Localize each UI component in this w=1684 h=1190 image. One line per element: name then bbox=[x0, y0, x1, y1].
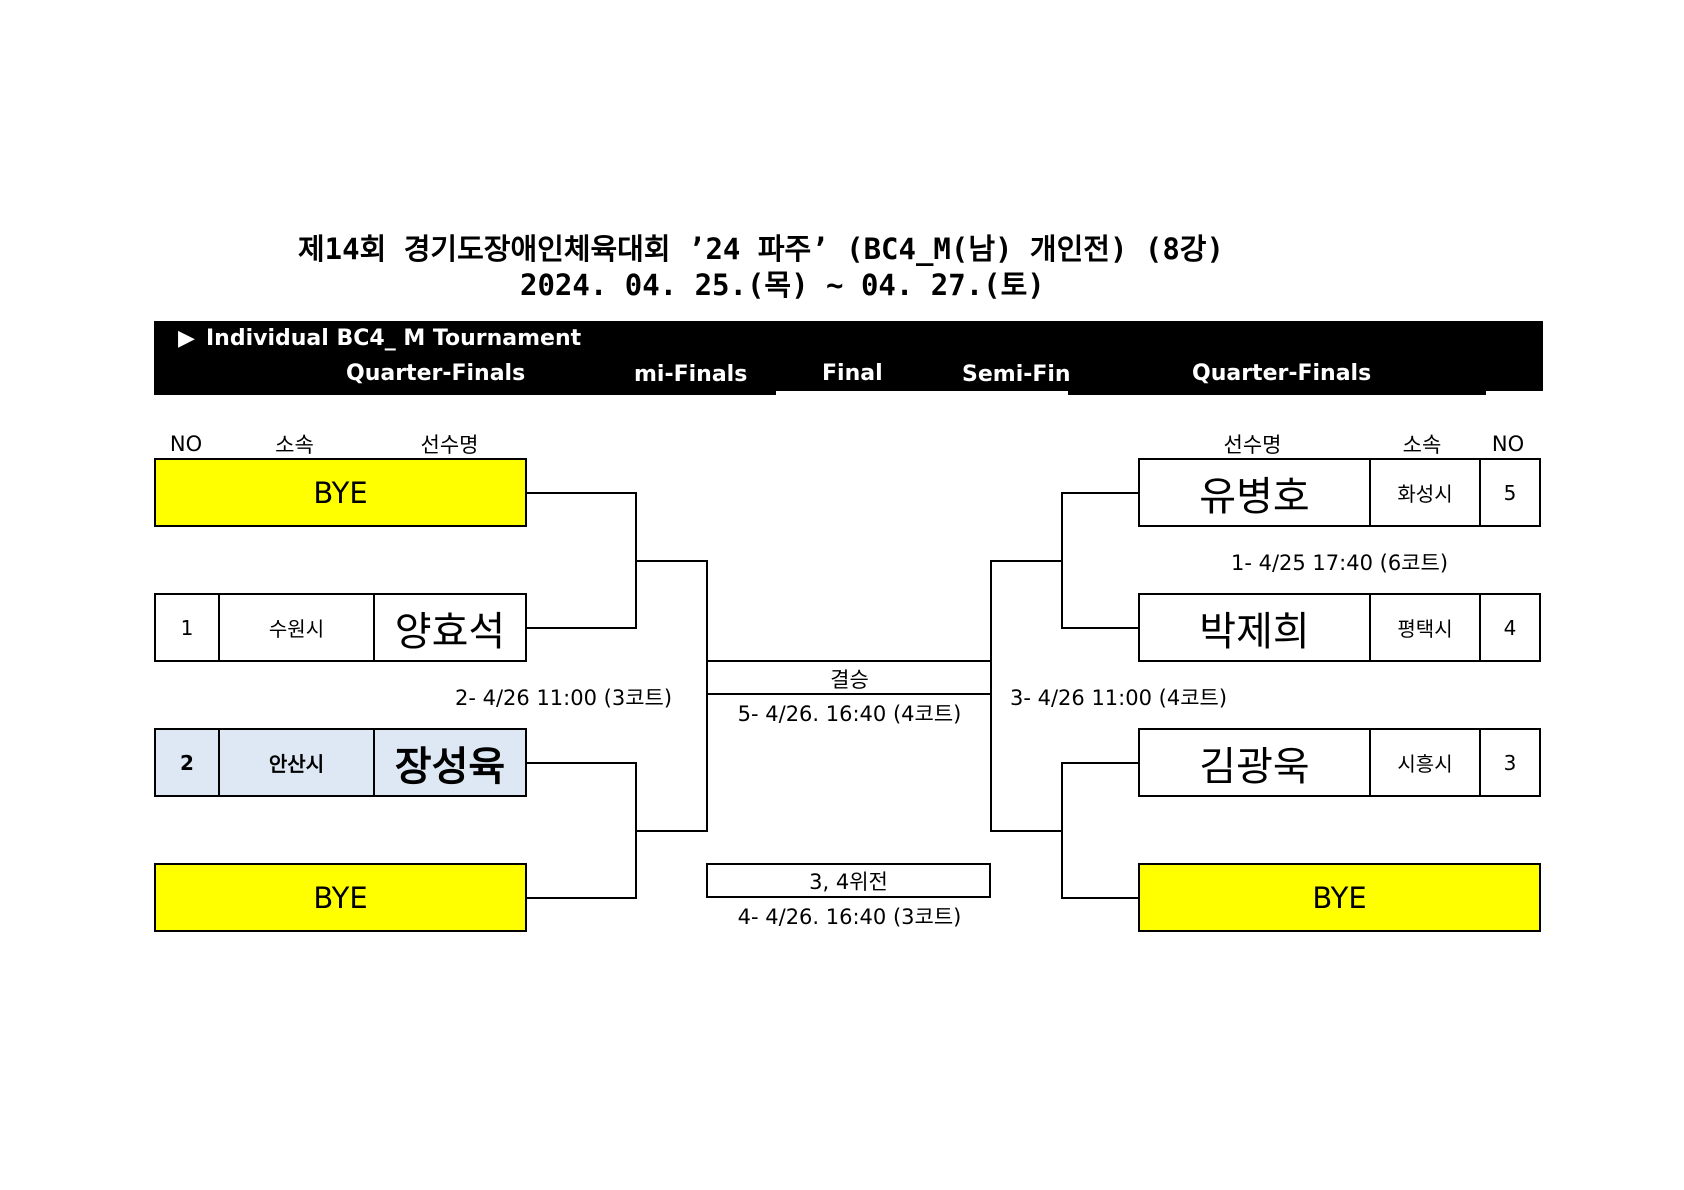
header-player-left: 선수명 bbox=[420, 433, 479, 457]
date-range: 2024. 04. 25.(목) ~ 04. 27.(토) bbox=[520, 268, 1045, 302]
bracket-line bbox=[527, 627, 636, 629]
bracket-line bbox=[1061, 492, 1063, 629]
bracket-line bbox=[1061, 492, 1138, 494]
match-3-info: 3- 4/26 11:00 (4코트) bbox=[1010, 686, 1228, 710]
player-name: 유병호 bbox=[1199, 473, 1310, 520]
right-slot-1: 유병호 화성시 5 bbox=[1138, 458, 1541, 527]
bye-label: BYE bbox=[313, 475, 368, 510]
bracket-line bbox=[990, 830, 1062, 832]
bye-label: BYE bbox=[1312, 880, 1367, 915]
match-4-info: 4- 4/26. 16:40 (3코트) bbox=[737, 905, 962, 929]
player-name: 양효석 bbox=[373, 595, 525, 660]
bracket-line bbox=[1061, 762, 1063, 899]
player-name: 김광욱 bbox=[1199, 743, 1310, 790]
right-slot-3: 김광욱 시흥시 3 bbox=[1138, 728, 1541, 797]
header-no-right: NO bbox=[1491, 432, 1525, 456]
right-slot-2: 박제희 평택시 4 bbox=[1138, 593, 1541, 662]
banner-heading: Individual BC4_ M Tournament bbox=[206, 326, 582, 351]
third-place-box: 3, 4위전 bbox=[706, 863, 991, 898]
player-no: 4 bbox=[1479, 595, 1539, 660]
bracket-line bbox=[1061, 897, 1138, 899]
match-1-info: 1- 4/25 17:40 (6코트) bbox=[1230, 551, 1449, 575]
player-no: 5 bbox=[1479, 460, 1539, 525]
left-slot-2: 1 수원시 양효석 bbox=[154, 593, 527, 662]
final-label: 결승 bbox=[830, 668, 869, 692]
left-slot-1-bye: BYE bbox=[154, 458, 527, 527]
match-5-info: 5- 4/26. 16:40 (4코트) bbox=[737, 702, 962, 726]
header-player-right: 선수명 bbox=[1223, 433, 1282, 457]
third-place-label: 3, 4위전 bbox=[809, 869, 888, 894]
page-title: 제14회 경기도장애인체육대회 ’24 파주’ (BC4_M(남) 개인전) (… bbox=[298, 232, 1224, 266]
player-affiliation: 평택시 bbox=[1369, 595, 1479, 660]
bracket-line bbox=[706, 560, 708, 832]
bracket-line bbox=[635, 830, 707, 832]
right-slot-4-bye: BYE bbox=[1138, 863, 1541, 932]
player-no: 1 bbox=[180, 615, 194, 640]
player-affiliation: 시흥시 bbox=[1369, 730, 1479, 795]
round-right-semi-finals: Semi-Fin bbox=[962, 362, 1071, 387]
bracket-line bbox=[527, 897, 636, 899]
round-left-semi-finals: mi-Finals bbox=[634, 362, 748, 387]
player-affiliation: 안산시 bbox=[218, 730, 373, 795]
player-affiliation: 수원시 bbox=[218, 595, 373, 660]
final-line-top bbox=[706, 660, 991, 662]
header-affiliation-left: 소속 bbox=[275, 433, 314, 457]
bracket-line bbox=[527, 492, 636, 494]
header-affiliation-right: 소속 bbox=[1402, 433, 1442, 457]
player-name: 박제희 bbox=[1199, 608, 1310, 655]
player-no: 2 bbox=[180, 750, 194, 775]
play-arrow-icon: ▶ bbox=[178, 326, 195, 351]
bracket-line bbox=[1061, 627, 1138, 629]
bracket-line bbox=[1061, 762, 1138, 764]
header-no-left: NO bbox=[169, 432, 203, 456]
final-line-bottom bbox=[706, 693, 991, 695]
bracket-line bbox=[990, 560, 1062, 562]
left-slot-3: 2 안산시 장성육 bbox=[154, 728, 527, 797]
bracket-line bbox=[990, 560, 992, 832]
bracket-line bbox=[635, 560, 707, 562]
left-slot-4-bye: BYE bbox=[154, 863, 527, 932]
player-name: 장성육 bbox=[373, 730, 525, 795]
round-left-quarter-finals: Quarter-Finals bbox=[346, 361, 526, 386]
tournament-banner: ▶ Individual BC4_ M Tournament Quarter-F… bbox=[154, 321, 1543, 395]
round-final: Final bbox=[822, 361, 883, 386]
bracket-line bbox=[527, 762, 636, 764]
player-affiliation: 화성시 bbox=[1369, 460, 1479, 525]
round-right-quarter-finals: Quarter-Finals bbox=[1192, 361, 1372, 386]
bye-label: BYE bbox=[313, 880, 368, 915]
player-no: 3 bbox=[1479, 730, 1539, 795]
match-2-info: 2- 4/26 11:00 (3코트) bbox=[455, 686, 673, 710]
